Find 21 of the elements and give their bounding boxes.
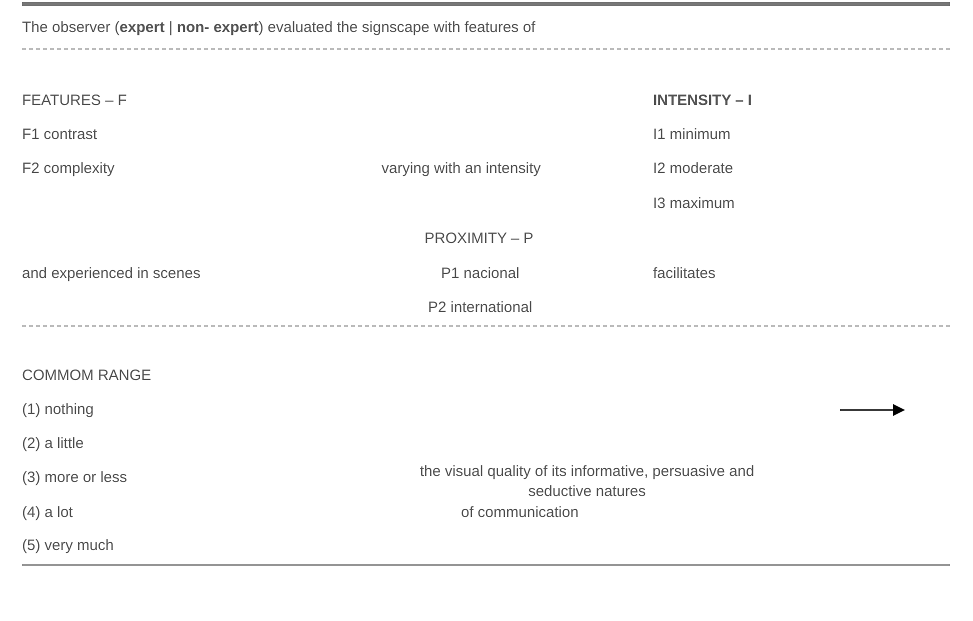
scale-item: (1) nothing <box>22 400 94 420</box>
intensity-item: I1 minimum <box>653 125 731 145</box>
proximity-item: P2 international <box>428 298 532 318</box>
scale-item: (2) a little <box>22 434 84 454</box>
intro-sentence: The observer (expert | non- expert) evaluated the signscape with features of <box>22 18 536 38</box>
conclusion-phrase: of communication <box>461 503 579 523</box>
intensity-item: I2 moderate <box>653 159 734 179</box>
proximity-item: P1 nacional <box>441 264 520 284</box>
column-heading: INTENSITY – I <box>653 91 752 111</box>
scale-item: (3) more or less <box>22 468 128 488</box>
intensity-item: I3 maximum <box>653 194 735 214</box>
column-heading: FEATURES – F <box>22 91 127 111</box>
scale-item: (5) very much <box>22 536 114 556</box>
column-heading: PROXIMITY – P <box>424 229 534 249</box>
connecting-phrase: varying with an intensity <box>382 159 541 179</box>
scale-heading: COMMOM RANGE <box>22 366 152 386</box>
feature-item: F2 complexity <box>22 159 115 179</box>
connecting-phrase: facilitates <box>653 264 716 284</box>
scale-item: (4) a lot <box>22 503 73 523</box>
feature-item: F1 contrast <box>22 125 98 145</box>
connecting-phrase: and experienced in scenes <box>22 264 200 284</box>
